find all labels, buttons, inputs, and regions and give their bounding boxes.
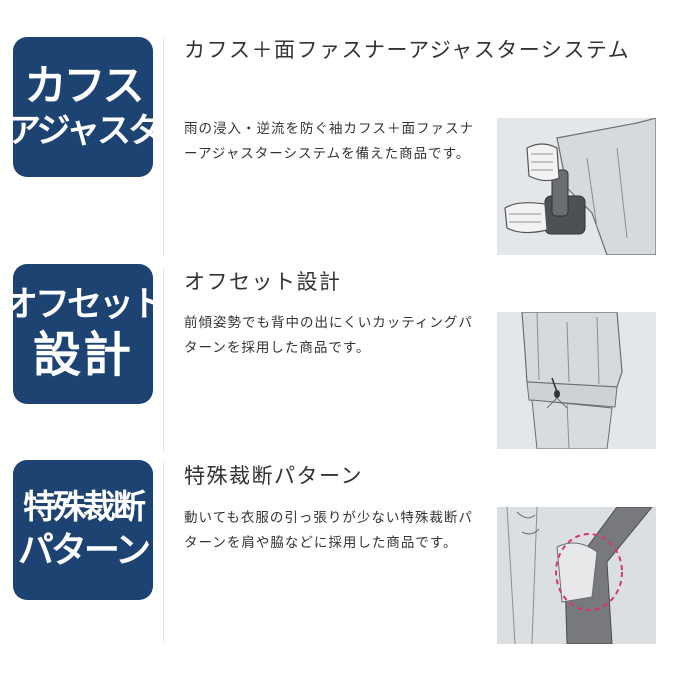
feature-badge: オフセット 設計 xyxy=(13,264,153,404)
badge-line: カフス xyxy=(24,61,144,111)
divider xyxy=(163,268,164,452)
feature-badge: 特殊裁断 パターン xyxy=(13,460,153,600)
divider xyxy=(163,462,164,642)
badge-line: オフセット xyxy=(13,285,153,326)
feature-description: 動いても衣服の引っ張りが少ない特殊裁断パターンを肩や脇などに採用した商品です。 xyxy=(184,510,473,551)
offset-design-illustration xyxy=(497,312,656,449)
badge-line: パターン xyxy=(17,530,151,572)
feature-badge: カフス アジャスタ xyxy=(13,37,153,177)
feature-description: 前傾姿勢でも背中の出にくいカッティングパターンを採用した商品です。 xyxy=(184,315,473,356)
sleeve-cuff-drawing xyxy=(497,118,656,255)
badge-line: アジャスタ xyxy=(13,111,153,152)
cuff-adjuster-illustration xyxy=(497,118,656,255)
divider xyxy=(163,38,164,256)
special-cut-pattern-illustration xyxy=(497,507,656,644)
badge-line: 設計 xyxy=(32,326,133,383)
badge-line: 特殊裁断 xyxy=(23,487,146,527)
feature-title: 特殊裁断パターン xyxy=(184,464,363,488)
feature-description: 雨の浸入・逆流を防ぐ袖カフス＋面ファスナーアジャスターシステムを備えた商品です。 xyxy=(184,121,474,162)
shoulder-panel-drawing xyxy=(497,507,656,644)
feature-title: オフセット設計 xyxy=(184,270,342,294)
feature-title: カフス＋面ファスナーアジャスターシステム xyxy=(184,38,631,62)
jacket-hem-drawing xyxy=(497,312,656,449)
